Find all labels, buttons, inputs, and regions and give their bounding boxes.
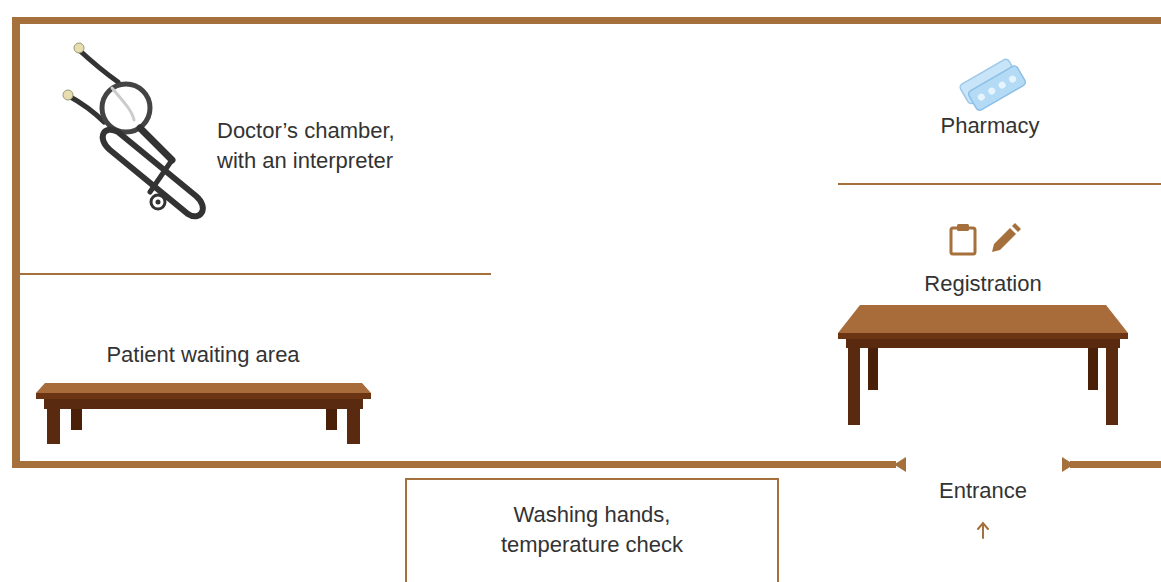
entrance-label: Entrance bbox=[939, 476, 1027, 506]
room-label: Patient waiting area bbox=[106, 340, 299, 370]
pills-icon bbox=[959, 56, 1027, 114]
entrance-arrow bbox=[978, 523, 988, 538]
earpiece bbox=[74, 43, 84, 53]
station-box: Washing hands, temperature check bbox=[405, 478, 779, 582]
registration-desk bbox=[838, 305, 1128, 425]
waiting-bench bbox=[36, 383, 371, 444]
room-label: Pharmacy bbox=[940, 111, 1039, 141]
stethoscope-icon bbox=[67, 49, 203, 216]
room-label: Registration bbox=[924, 269, 1041, 299]
station-text: Washing hands, temperature check bbox=[492, 500, 692, 560]
registration-icon bbox=[951, 223, 1021, 254]
earpiece bbox=[63, 90, 73, 100]
room-label: Doctor’s chamber, with an interpreter bbox=[217, 116, 432, 176]
walls bbox=[12, 17, 1161, 472]
